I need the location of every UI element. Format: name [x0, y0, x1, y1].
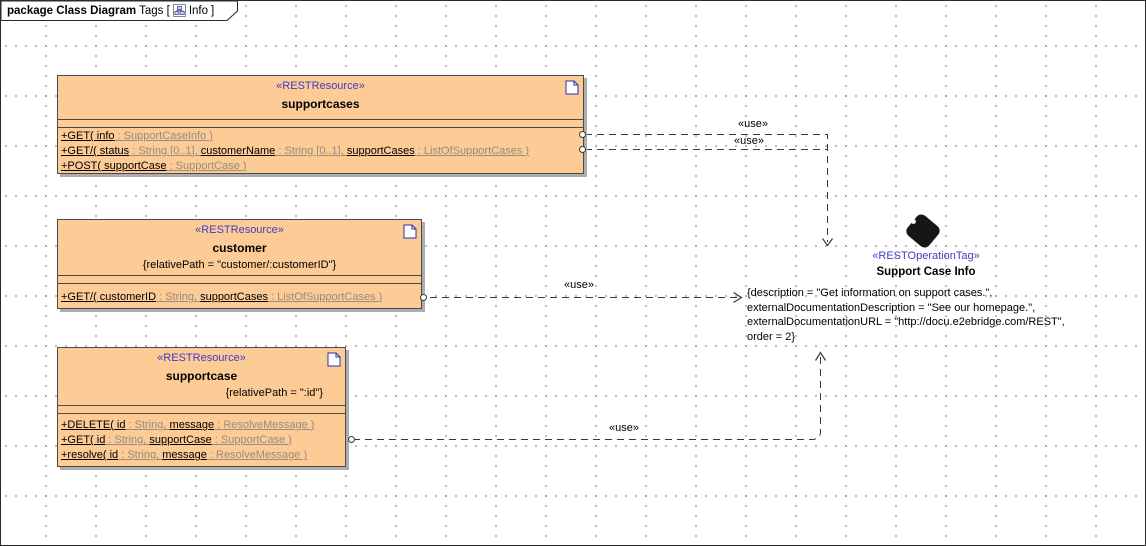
tag-constraint-line: {description = "Get information on suppo…: [747, 287, 993, 299]
operation[interactable]: +POST( supportCase : SupportCase ): [61, 160, 247, 172]
class-stereotype: «RESTResource»: [195, 224, 284, 236]
class-name: supportcase: [165, 369, 238, 383]
frame-keyword-and-package: package Class Diagram: [7, 4, 137, 17]
open-arrowhead-right-icon: [733, 291, 743, 304]
tag-constraint-line: externalDocumentationDescription = "See …: [747, 301, 1036, 314]
use-dependency-label[interactable]: «use»: [734, 135, 764, 147]
tag-constraints: {description = "Get information on suppo…: [747, 286, 1107, 344]
class-name: customer: [212, 241, 267, 255]
class-stereotype: «RESTResource»: [157, 352, 246, 364]
operations-compartment: +DELETE( id : String, message : ResolveM…: [58, 414, 345, 463]
use-dependency-line: [585, 134, 828, 242]
class-supportcases[interactable]: «RESTResource» supportcases +GET( info :…: [57, 75, 584, 174]
class-customer[interactable]: «RESTResource» customer {relativePath = …: [57, 219, 422, 309]
attributes-compartment: [58, 275, 421, 284]
attributes-compartment: [58, 119, 583, 128]
attributes-compartment: [58, 405, 345, 414]
tag-constraint-line: externalDocumentationURL = "http://docu.…: [747, 316, 1065, 328]
tag-name[interactable]: Support Case Info: [876, 266, 976, 278]
operation-port-circle[interactable]: [579, 146, 586, 153]
tag-constraint-line: order = 2}: [747, 330, 796, 343]
operation[interactable]: +DELETE( id : String, message : ResolveM…: [61, 419, 315, 431]
open-arrowhead-up-icon: [814, 351, 827, 361]
operation[interactable]: +GET/( status : String [0..1], customerN…: [61, 145, 530, 157]
diagram-frame-header[interactable]: package Class Diagram Tags [ Info ]: [1, 1, 241, 23]
class-diagram-icon: [172, 4, 186, 17]
operation[interactable]: +resolve( id : String, message : Resolve…: [61, 449, 308, 461]
class-name: supportcases: [281, 97, 360, 111]
operation-port-circle[interactable]: [579, 131, 586, 138]
class-stereotype: «RESTResource»: [276, 80, 365, 92]
operation-port-circle[interactable]: [420, 294, 427, 301]
tag-stereotype: «RESTOperationTag»: [872, 250, 980, 262]
tag-icon[interactable]: [899, 210, 947, 254]
frame-suffix: ]: [211, 4, 215, 17]
document-icon: [327, 352, 341, 367]
operation-port-circle[interactable]: [348, 436, 355, 443]
open-arrowhead-down-icon: [822, 238, 833, 247]
use-dependency-label[interactable]: «use»: [564, 279, 594, 291]
document-icon: [565, 80, 579, 95]
operation[interactable]: +GET/( customerID : String, supportCases…: [61, 291, 383, 303]
class-constraint: {relativePath = ":id"}: [225, 387, 323, 399]
use-dependency-label[interactable]: «use»: [738, 118, 768, 130]
class-supportcase[interactable]: «RESTResource» supportcase {relativePath…: [57, 347, 346, 467]
use-dependency-line: [353, 354, 821, 440]
operation[interactable]: +GET( info : SupportCaseInfo ): [61, 130, 213, 142]
frame-diagram-prefix: Tags [: [139, 4, 170, 17]
operations-compartment: +GET( info : SupportCaseInfo ) +GET/( sta…: [58, 128, 583, 174]
operation[interactable]: +GET( id : String, supportCase : Support…: [61, 434, 292, 446]
class-constraint: {relativePath = "customer/:customerID"}: [142, 259, 337, 271]
frame-diagram-name: Info: [188, 4, 208, 17]
document-icon: [403, 224, 417, 239]
use-dependency-label[interactable]: «use»: [609, 422, 639, 434]
operations-compartment: +GET/( customerID : String, supportCases…: [58, 284, 421, 305]
